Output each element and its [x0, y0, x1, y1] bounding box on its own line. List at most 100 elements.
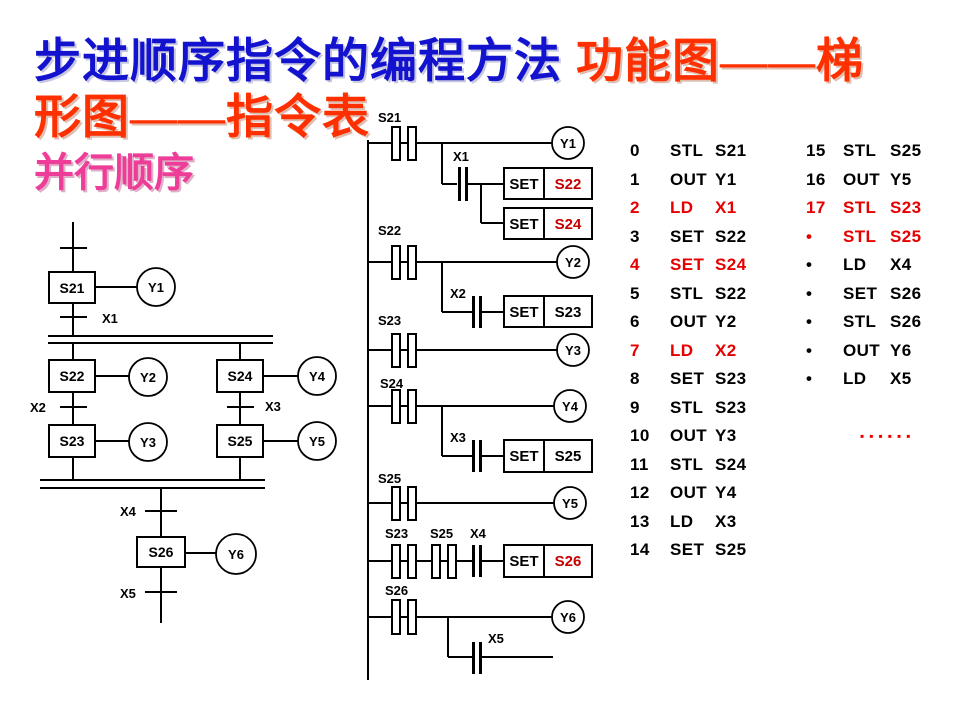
program-row: 5 STL S22 — [630, 280, 775, 309]
ladder-rung-1: S21 Y1 X1 SET S22 SET — [368, 110, 593, 240]
svg-text:Y2: Y2 — [565, 255, 581, 270]
ladder-diagram: S21 Y1 X1 SET S22 SET — [367, 110, 593, 680]
sfc-output-y5: Y5 — [297, 421, 337, 461]
opcode: LD — [670, 511, 694, 531]
opcode: STL — [843, 141, 877, 161]
subtitle-text: 并行顺序 — [34, 150, 194, 195]
program-row: 1 OUT Y1 — [630, 166, 775, 195]
opcode: LD — [843, 255, 867, 275]
svg-text:S26: S26 — [149, 544, 174, 560]
line-number: 11 — [630, 454, 649, 474]
opcode: SET — [843, 283, 878, 303]
svg-text:X5: X5 — [488, 631, 504, 646]
ladder-rung-4: S24 Y4 X3 SET S25 — [368, 376, 593, 473]
svg-text:S22: S22 — [555, 176, 582, 193]
sfc-transition-x3: X3 — [227, 392, 281, 425]
opcode: OUT — [670, 426, 708, 446]
svg-text:S25: S25 — [555, 448, 582, 465]
program-row: 0 STL S21 — [630, 137, 775, 166]
svg-text:S25: S25 — [430, 526, 453, 541]
sfc-step-s23: S23 — [48, 424, 129, 458]
svg-text:S26: S26 — [385, 583, 408, 598]
opcode: OUT — [670, 483, 708, 503]
svg-text:Y6: Y6 — [228, 547, 244, 562]
operand: S26 — [890, 312, 922, 332]
sfc-parallel-fork — [48, 335, 273, 360]
line-number: 2 — [630, 198, 640, 218]
operand: X2 — [715, 340, 737, 360]
operand: S22 — [715, 283, 747, 303]
operand: Y3 — [715, 426, 737, 446]
svg-text:X2: X2 — [30, 400, 46, 415]
operand: Y2 — [715, 312, 737, 332]
ladder-rung-5: S25 Y5 — [368, 471, 587, 521]
svg-text:Y6: Y6 — [560, 610, 576, 625]
line-number: 1 — [630, 169, 640, 189]
line-number: 4 — [630, 255, 640, 275]
program-row: 4 SET S24 — [630, 251, 775, 280]
operand: Y6 — [890, 340, 912, 360]
line-number: • — [806, 340, 813, 360]
sfc-output-y3: Y3 — [128, 422, 168, 462]
line-number: 14 — [630, 540, 650, 560]
svg-text:Y4: Y4 — [562, 399, 579, 414]
ladder-rung-3: S23 Y3 — [368, 313, 590, 368]
line-number: 9 — [630, 397, 640, 417]
program-row: 6 OUT Y2 — [630, 308, 775, 337]
opcode: LD — [843, 369, 867, 389]
operand: X4 — [890, 255, 912, 275]
opcode: STL — [843, 226, 877, 246]
program-row: 2 LD X1 — [630, 194, 775, 223]
program-row: • SET S26 — [806, 280, 960, 309]
operand: S25 — [890, 141, 922, 161]
svg-text:X1: X1 — [453, 149, 469, 164]
sfc-transition-x4: X4 — [120, 504, 177, 519]
svg-text:X3: X3 — [265, 399, 281, 414]
opcode: LD — [670, 198, 694, 218]
line-number: 12 — [630, 483, 650, 503]
operand: S26 — [890, 283, 922, 303]
svg-text:Y3: Y3 — [565, 343, 581, 358]
operand: S21 — [715, 141, 747, 161]
svg-text:X4: X4 — [470, 526, 487, 541]
sfc-step-s22: S22 — [48, 359, 129, 393]
line-number: • — [806, 226, 813, 246]
operand: S25 — [715, 540, 747, 560]
line-number: 15 — [806, 141, 826, 161]
svg-text:Y5: Y5 — [562, 496, 578, 511]
sfc-step-s25: S25 — [216, 424, 298, 458]
sfc-transition-x5: X5 — [120, 567, 177, 623]
svg-text:S24: S24 — [380, 376, 404, 391]
operand: S25 — [890, 226, 922, 246]
opcode: LD — [670, 340, 694, 360]
svg-text:Y5: Y5 — [309, 434, 325, 449]
program-row: 13 LD X3 — [630, 508, 775, 537]
svg-text:S23: S23 — [385, 526, 408, 541]
svg-text:Y3: Y3 — [140, 435, 156, 450]
opcode: SET — [670, 255, 705, 275]
line-number: 16 — [806, 169, 826, 189]
operand: X1 — [715, 198, 737, 218]
svg-text:X4: X4 — [120, 504, 137, 519]
program-row: • LD X4 — [806, 251, 960, 280]
svg-text:S24: S24 — [555, 216, 582, 233]
ladder-rung-2: S22 Y2 X2 SET S23 — [368, 223, 593, 328]
continuation-ellipsis: ▪▪▪▪▪▪ — [860, 429, 916, 443]
svg-text:SET: SET — [509, 448, 538, 465]
line-number: 13 — [630, 511, 650, 531]
svg-text:S24: S24 — [228, 368, 253, 384]
line-number: 0 — [630, 141, 640, 161]
program-row: 11 STL S24 — [630, 451, 775, 480]
opcode: STL — [670, 283, 704, 303]
opcode: SET — [670, 540, 705, 560]
instruction-list-left: 0 STL S21 1 OUT Y1 2 LD X1 3 SET S22 4 S… — [630, 137, 775, 565]
sfc-output-y4: Y4 — [297, 356, 337, 396]
opcode: OUT — [670, 169, 708, 189]
program-row: 9 STL S23 — [630, 394, 775, 423]
program-row: • OUT Y6 — [806, 337, 960, 366]
sfc-step-s24: S24 — [216, 359, 298, 393]
line-number: • — [806, 255, 813, 275]
set-box-s24: SET S24 — [503, 207, 593, 240]
operand: S23 — [715, 397, 747, 417]
